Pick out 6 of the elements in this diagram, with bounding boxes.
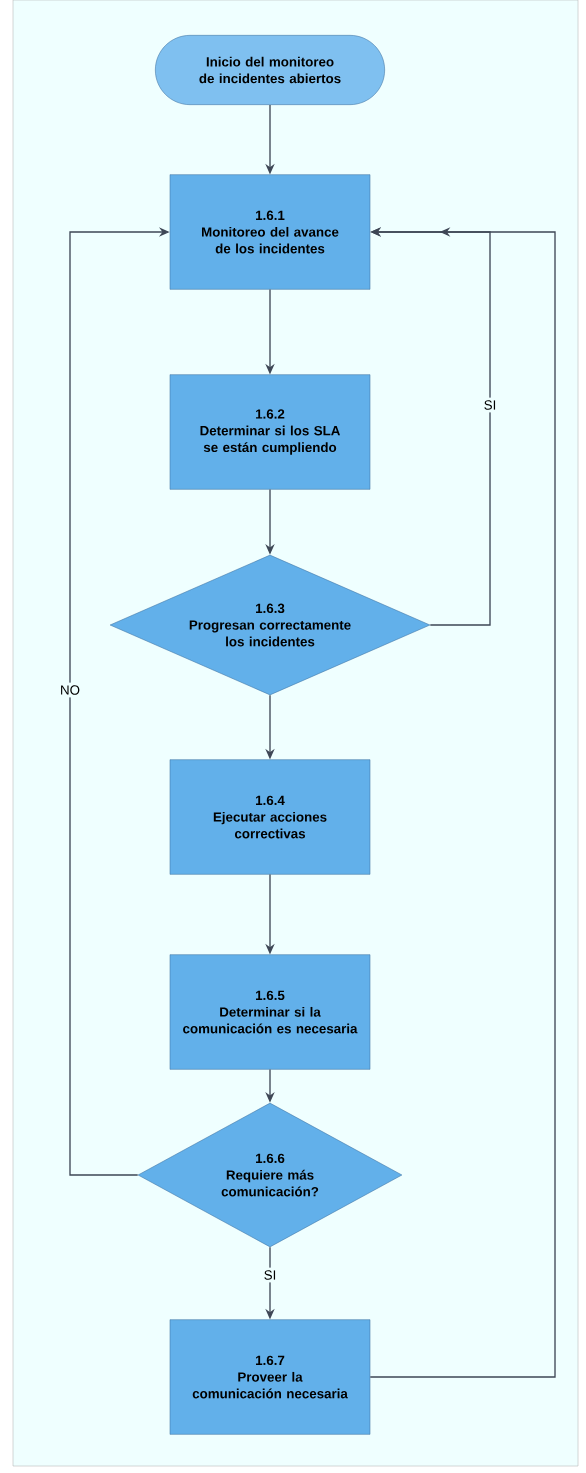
process-box: 1.6.7 Proveer la comunicación necesaria [169, 1319, 371, 1435]
process-box: 1.6.4 Ejecutar acciones correctivas [169, 759, 371, 875]
process-box: 1.6.2 Determinar si los SLA se están cumpliendo [169, 374, 371, 490]
process-box: 1.6.1 Monitoreo del avance de los incidentes [169, 174, 371, 290]
process-box: 1.6.5 Determinar si la comunicación es necesaria [169, 954, 371, 1070]
start-terminal: Inicio del monitoreo de incidentes abiertos [155, 35, 385, 105]
